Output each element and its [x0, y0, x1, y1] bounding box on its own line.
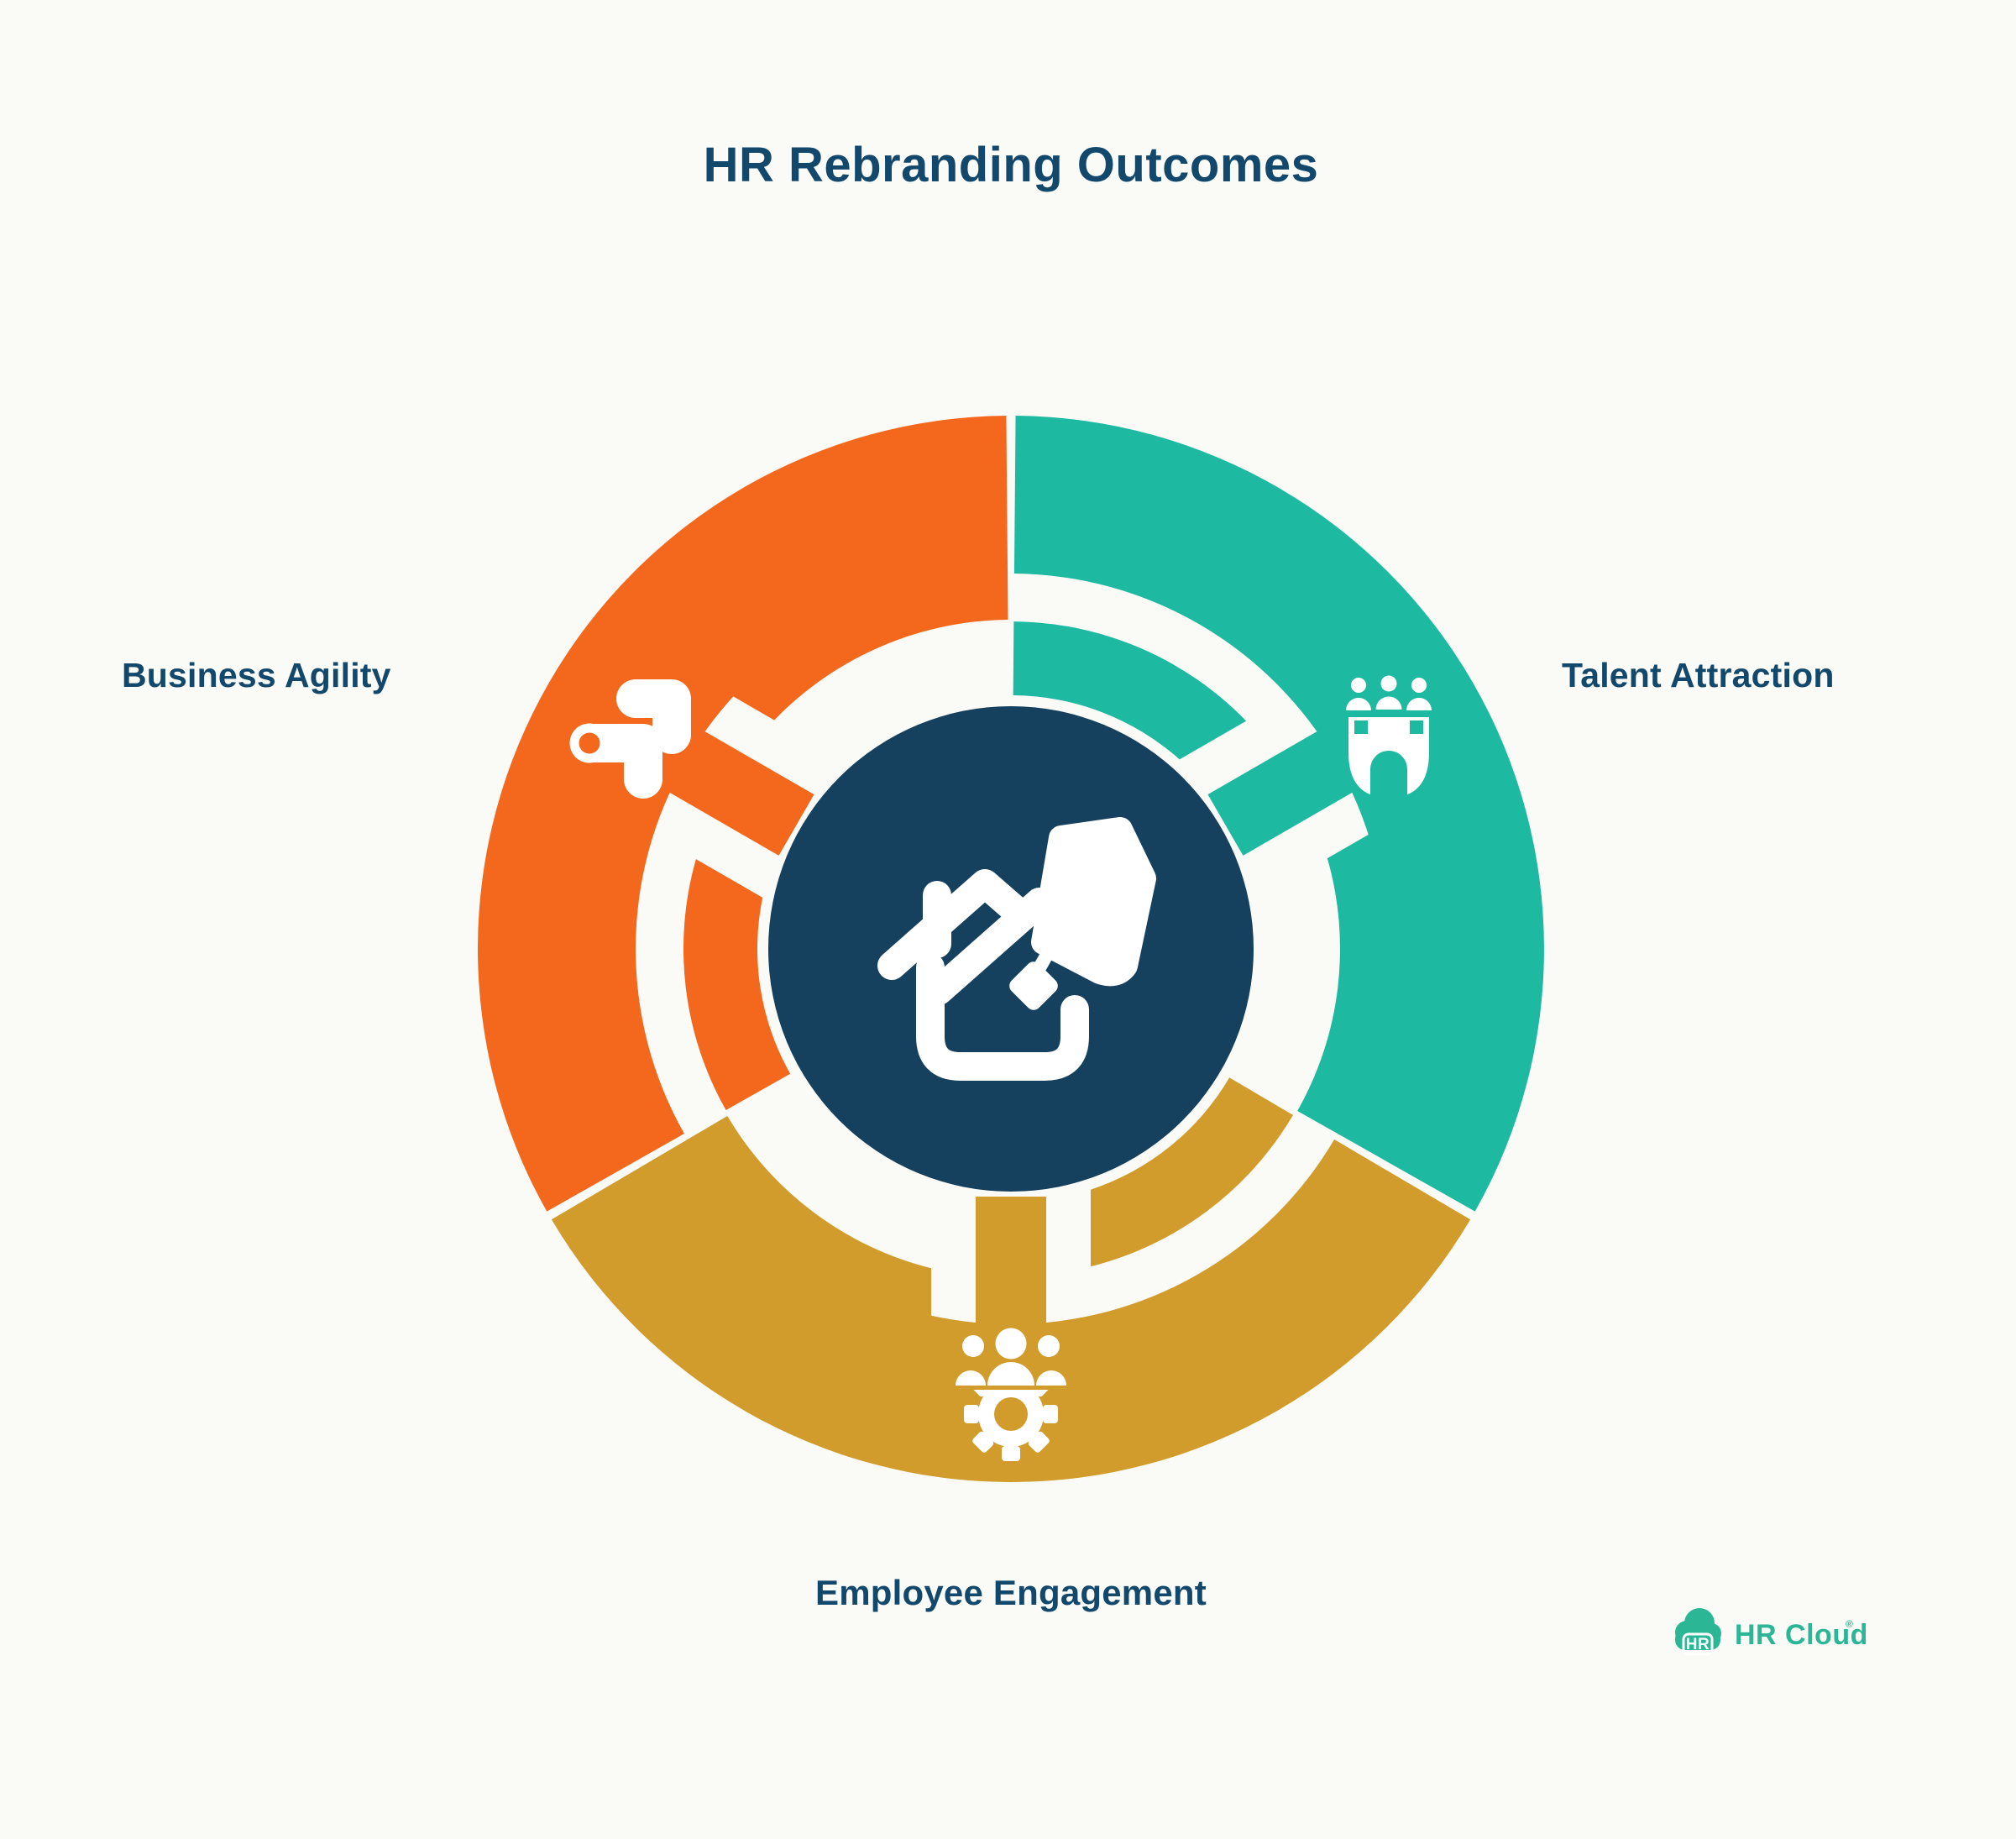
person-head [1038, 1335, 1060, 1357]
segment-talent-attraction [1013, 416, 1544, 1212]
segment-bridge [976, 1197, 1046, 1344]
people-gear-icon [956, 1328, 1066, 1461]
center-hub-circle [768, 706, 1254, 1192]
agility-ring-hole [579, 732, 600, 754]
house-roof-inner-slope [924, 888, 1054, 1005]
person-shoulders [1406, 698, 1432, 710]
person-head [995, 1328, 1027, 1360]
person-head [1411, 678, 1427, 693]
person-head [1380, 675, 1397, 692]
trowel-icon [1009, 817, 1156, 1010]
person-head [1351, 678, 1366, 693]
logo-badge-border [1682, 1632, 1714, 1656]
segment-inner-arc [683, 859, 791, 1111]
agility-upper-elbow [616, 679, 691, 754]
segment-outer-ring [1013, 416, 1544, 1212]
person-head [962, 1335, 984, 1357]
cloud-icon: HR [1675, 1608, 1721, 1656]
label-talent-attraction: Talent Attraction [1562, 656, 1835, 694]
segment-outer-ring [551, 1139, 1471, 1482]
segment-outer-ring [478, 416, 1008, 1212]
segment-bulge [685, 1116, 931, 1318]
agility-arrows-icon [569, 679, 691, 799]
magnet-people-icon [1346, 675, 1432, 802]
segment-inner-arc [1013, 621, 1247, 760]
label-business-agility: Business Agility [122, 656, 391, 694]
segment-business-agility [478, 416, 1008, 1212]
magnet-pole-notch [1410, 720, 1423, 734]
gear-teeth [964, 1390, 1058, 1461]
magnet-gap [1370, 751, 1407, 802]
logo-wordmark: HR Cloud [1735, 1619, 1868, 1651]
segment-bridge [651, 720, 814, 856]
page-title: HR Rebranding Outcomes [704, 138, 1319, 192]
segment-employee-engagement [551, 1077, 1471, 1482]
person-shoulders [1375, 696, 1402, 710]
segment-bridge [1207, 720, 1371, 856]
person-shoulders [1036, 1370, 1066, 1386]
logo-badge-text: HR [1686, 1636, 1710, 1653]
hr-cloud-logo: HR HR Cloud ® [1675, 1608, 1868, 1656]
donut-wheel [478, 416, 1544, 1482]
segment-bulge [730, 571, 1008, 720]
person-shoulders [987, 1362, 1034, 1386]
person-shoulders [956, 1370, 986, 1386]
house-walls [916, 953, 1089, 1081]
trowel-handle [1009, 961, 1058, 1010]
logo-registered-mark: ® [1846, 1618, 1853, 1630]
segment-bulge [1297, 833, 1389, 1135]
trowel-blade [1031, 817, 1156, 987]
magnet-pole-notch [1354, 720, 1368, 734]
segment-inner-arc [1091, 1077, 1293, 1267]
label-employee-engagement: Employee Engagement [815, 1573, 1207, 1612]
gear-hole [994, 1397, 1028, 1431]
house-rebranding-icon [877, 869, 1089, 1081]
gear-lower-half [964, 1390, 1058, 1461]
person-shoulders [1346, 698, 1371, 710]
